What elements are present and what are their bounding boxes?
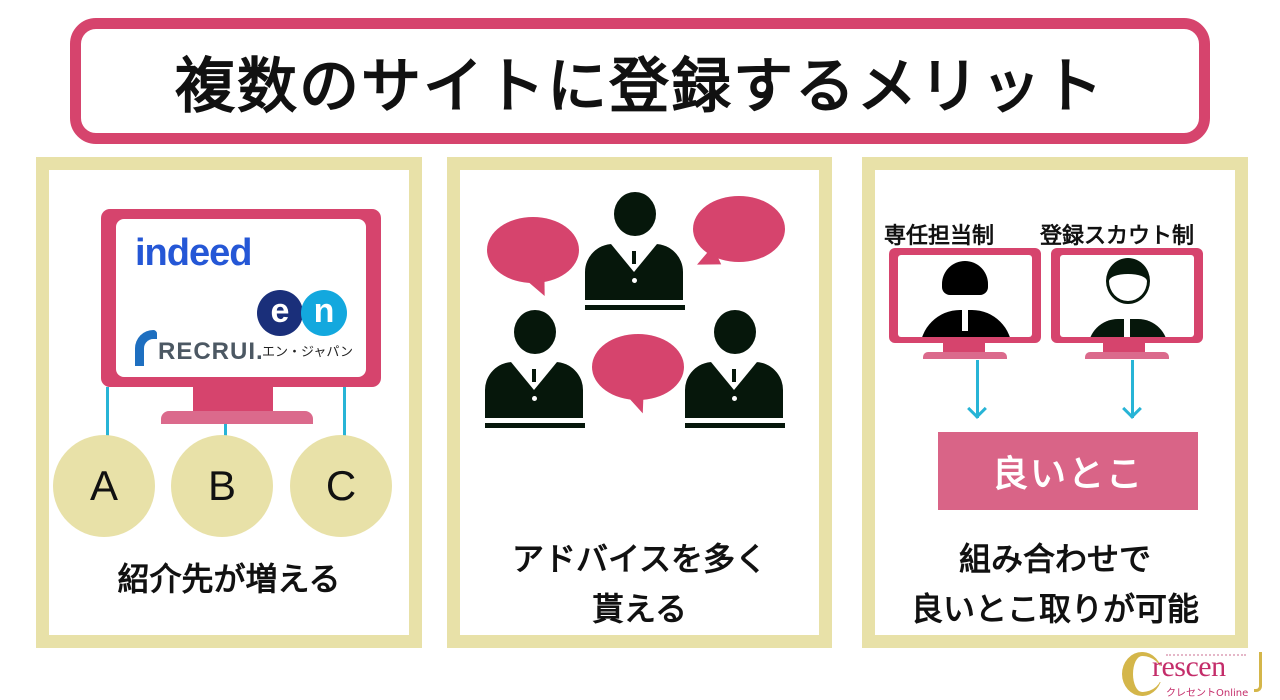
en-logo-n: n <box>301 290 347 336</box>
crescent-online-logo: rescen クレセントOnline <box>1122 650 1272 699</box>
monitor-dedicated-agent <box>889 248 1041 359</box>
en-japan-logo: e n <box>257 290 349 336</box>
monitor-base <box>161 411 313 424</box>
caption-combine-best: 組み合わせで 良いとこ取りが可能 <box>875 535 1235 634</box>
en-japan-label: エン・ジャパン <box>262 345 354 360</box>
recruit-wordmark: RECRUI. <box>158 338 264 365</box>
person-icon <box>485 310 585 428</box>
arrow-left-line <box>976 360 979 418</box>
en-logo-e: e <box>257 290 303 336</box>
face-icon <box>1106 258 1150 304</box>
logo-t-hook <box>1254 652 1262 692</box>
caption-more-referrals: 紹介先が増える <box>117 560 341 598</box>
arrow-down-icon <box>967 399 987 419</box>
best-points-box: 良いとこ <box>938 432 1198 510</box>
caption-more-advice: アドバイスを多く 貰える <box>460 535 819 634</box>
logo-dots <box>1166 654 1246 656</box>
hair-icon <box>942 261 988 295</box>
monitor-scout-system <box>1051 248 1203 359</box>
label-dedicated-agent: 専任担当制 <box>884 224 995 249</box>
page-title: 複数のサイトに登録するメリット <box>175 51 1105 122</box>
arrow-down-icon <box>1122 399 1142 419</box>
panel-combine-best: 専任担当制 登録スカウト制 良いとこ 組み合わせで 良いとこ取りが可能 <box>862 157 1248 648</box>
logo-wordmark: rescen <box>1152 650 1226 683</box>
title-banner: 複数のサイトに登録するメリット <box>70 18 1210 144</box>
tie-icon <box>962 309 968 331</box>
panel-more-referrals: indeed e n エン・ジャパン RECRUI. A B C 紹介先が増える <box>36 157 422 648</box>
circle-a: A <box>53 435 155 537</box>
arrow-c-line <box>343 387 346 463</box>
indeed-logo: indeed <box>135 232 252 274</box>
circle-b: B <box>171 435 273 537</box>
speech-bubble-icon <box>487 217 579 283</box>
label-scout-system: 登録スカウト制 <box>1040 224 1195 249</box>
recruit-logo: RECRUI. <box>135 330 264 366</box>
caption-line-2: 貰える <box>591 589 688 628</box>
tie-icon <box>1124 317 1130 337</box>
speech-bubble-icon <box>693 196 785 262</box>
logo-subtitle: クレセントOnline <box>1166 688 1249 699</box>
person-icon <box>585 192 685 310</box>
caption-line-1: 組み合わせで <box>958 540 1151 578</box>
person-icon <box>685 310 785 428</box>
panel-more-advice: アドバイスを多く 貰える <box>447 157 832 648</box>
recruit-mark-icon <box>135 330 157 366</box>
circle-c: C <box>290 435 392 537</box>
caption-line-1: アドバイスを多く <box>511 540 768 578</box>
crescent-moon-icon <box>1122 652 1162 696</box>
caption-line-2: 良いとこ取りが可能 <box>910 589 1199 628</box>
arrow-right-line <box>1131 360 1134 418</box>
speech-bubble-icon <box>592 334 684 400</box>
monitor-stand <box>193 387 273 415</box>
arrow-a-line <box>106 387 109 463</box>
